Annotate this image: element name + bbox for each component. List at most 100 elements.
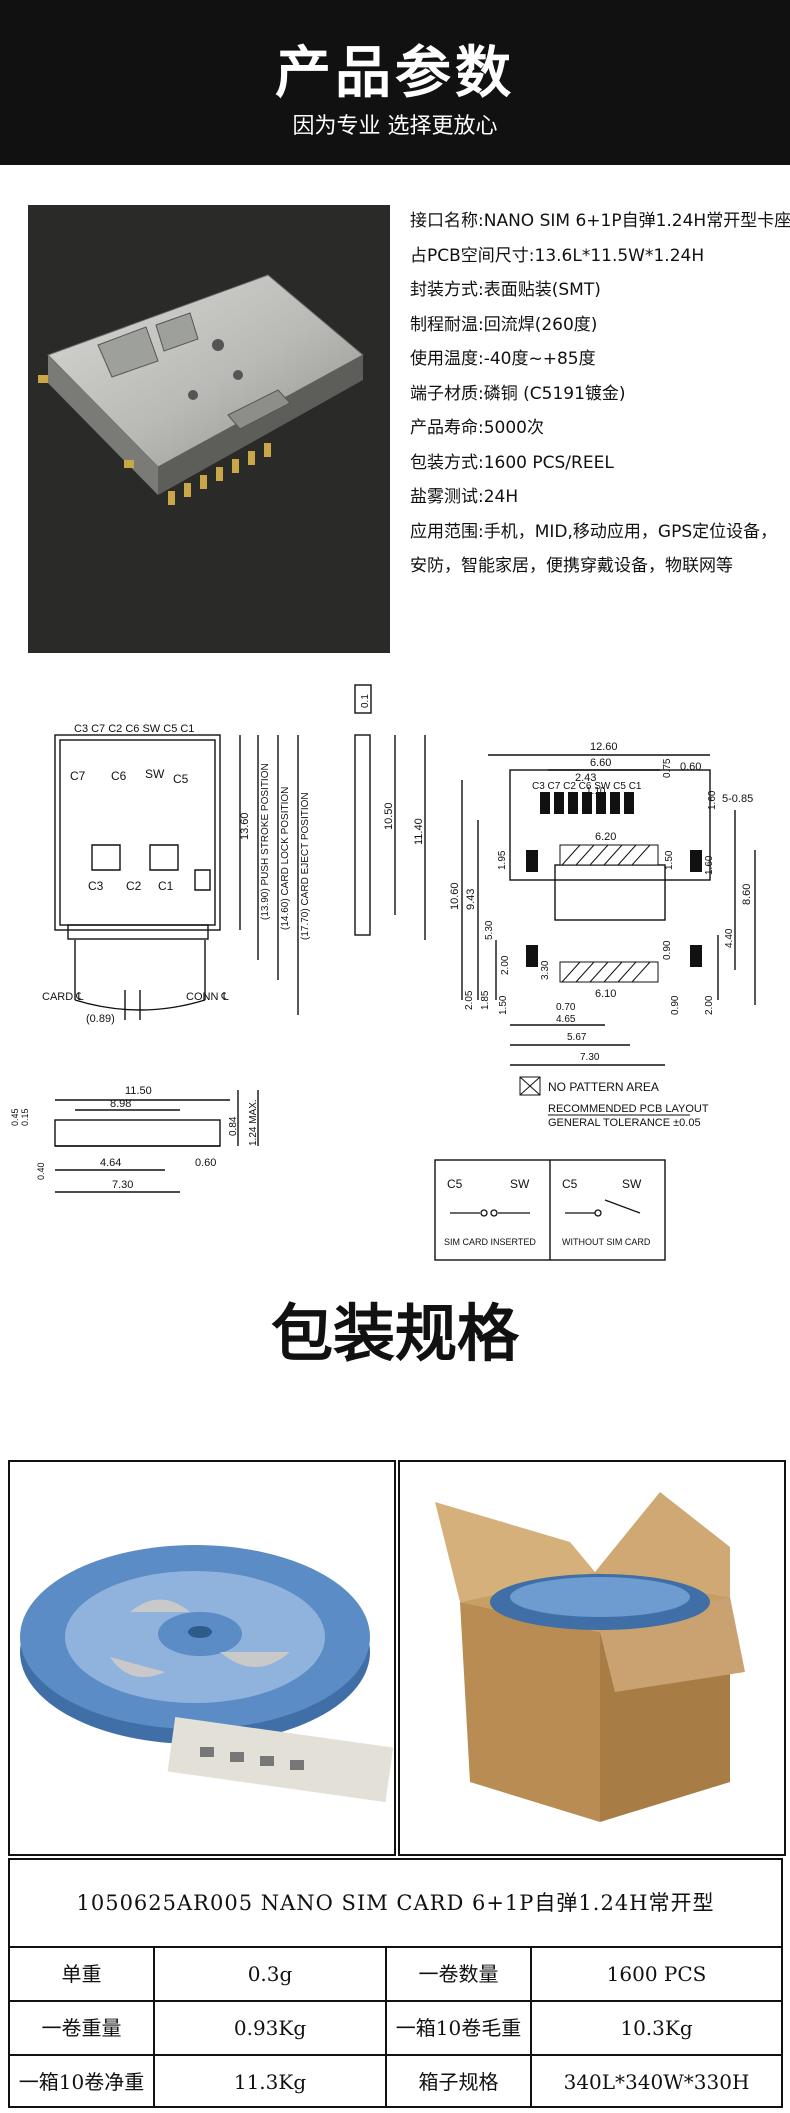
spec-terminal-material: 端子材质:磷铜 (C5191镀金)	[410, 383, 626, 404]
table-cell: 一箱10卷净重	[10, 2056, 155, 2108]
switch-sw-without: SW	[622, 1177, 642, 1191]
label-c1: C1	[158, 879, 174, 893]
legend-tolerance: GENERAL TOLERANCE ±0.05	[548, 1117, 701, 1129]
spec-interface: 接口名称:NANO SIM 6+1P自弹1.24H常开型卡座	[410, 211, 790, 231]
dim-075: 0.75	[662, 758, 673, 778]
pcb-pin-labels: C3 C7 C2 C6 SW C5 C1	[532, 781, 642, 792]
spec-salt-spray: 盐雾测试:24H	[410, 487, 519, 507]
dim-015: 0.15	[20, 1108, 30, 1126]
dim-330: 3.30	[540, 960, 551, 980]
dim-1140: 11.40	[413, 818, 425, 845]
dim-943: 9.43	[465, 889, 477, 910]
switch-label-inserted: SIM CARD INSERTED	[444, 1237, 536, 1247]
label-c5: C5	[173, 772, 189, 786]
switch-c5-without: C5	[562, 1177, 578, 1191]
dim-530: 5.30	[484, 920, 495, 940]
dim-440: 4.40	[724, 928, 735, 948]
table-row: 单重 0.3g 一卷数量 1600 PCS	[10, 1948, 781, 2002]
dim-730: 7.30	[112, 1179, 133, 1191]
table-cell: 340L*340W*330H	[563, 2070, 750, 2094]
table-cell: 0.3g	[155, 1948, 387, 2000]
table-cell: 箱子规格	[387, 2056, 532, 2108]
switch-c5-inserted: C5	[447, 1177, 463, 1191]
dim-01: 0.1	[360, 694, 371, 708]
spec-list: 接口名称:NANO SIM 6+1P自弹1.24H常开型卡座 占PCB空间尺寸:…	[410, 204, 790, 584]
table-row: 一卷重量 0.93Kg 一箱10卷毛重 10.3Kg	[10, 2002, 781, 2056]
dim-464: 4.64	[100, 1157, 121, 1169]
table-row: 一箱10卷净重 11.3Kg 箱子规格 340L*340W*330H	[10, 2056, 781, 2108]
label-conn-cl: CONN ℄	[186, 991, 229, 1003]
spec-process-temp: 制程耐温:回流焊(260度)	[410, 314, 598, 335]
dim-898: 8.98	[110, 1098, 131, 1110]
dim-1150: 11.50	[125, 1085, 152, 1097]
table-cell: 一卷数量	[387, 1948, 532, 2000]
packaging-table: 1050625AR005 NANO SIM CARD 6+1P自弹1.24H常开…	[8, 1858, 783, 2108]
dim-205: 2.05	[464, 990, 475, 1010]
packaging-title: 包装规格	[270, 1297, 519, 1370]
label-c7: C7	[70, 769, 86, 783]
header-banner: 产品参数 因为专业 选择更放心	[0, 0, 790, 165]
dim-160-right: 1.60	[704, 855, 715, 875]
reel-photo	[8, 1460, 396, 1856]
dim-160-top: 1.60	[707, 790, 718, 810]
dim-089: (0.89)	[86, 1013, 115, 1025]
dim-5-085: 5-0.85	[722, 793, 753, 805]
dim-084: 0.84	[228, 1116, 239, 1136]
dim-610: 6.10	[595, 988, 616, 1000]
page-title: 产品参数	[275, 41, 515, 106]
dim-070: 0.70	[556, 1002, 576, 1013]
spec-operating-temp: 使用温度:-40度~+85度	[410, 349, 596, 369]
dim-045: 0.45	[10, 1108, 20, 1126]
switch-label-without: WITHOUT SIM CARD	[562, 1237, 651, 1247]
box-photo	[398, 1460, 786, 1856]
dim-860: 8.60	[741, 884, 753, 905]
page-subtitle: 因为专业 选择更放心	[292, 114, 498, 139]
table-cell: 0.93Kg	[155, 2002, 387, 2054]
dim-card-lock: (14.60) CARD LOCK POSITION	[280, 787, 291, 930]
dim-060: 0.60	[195, 1157, 216, 1169]
dim-090-mid: 0.90	[662, 940, 673, 960]
label-c2: C2	[126, 879, 142, 893]
product-photo	[28, 205, 390, 653]
dim-200-right: 2.00	[704, 995, 715, 1015]
table-cell: 一箱10卷毛重	[387, 2002, 532, 2054]
switch-sw-inserted: SW	[510, 1177, 530, 1191]
dim-040: 0.40	[36, 1162, 46, 1180]
label-card-cl: CARD ℄	[42, 991, 83, 1003]
table-cell: 一卷重量	[10, 2002, 155, 2054]
table-cell: 10.3Kg	[620, 2016, 693, 2040]
legend-no-pattern: NO PATTERN AREA	[548, 1080, 659, 1094]
table-cell: 1600 PCS	[606, 1962, 707, 1986]
label-sw: SW	[145, 767, 165, 781]
dim-090-right: 0.90	[670, 995, 681, 1015]
spec-application: 应用范围:手机，MID,移动应用，GPS定位设备，安防，智能家居，便携穿戴设备，…	[410, 521, 778, 577]
dim-243: 2.43	[575, 772, 596, 784]
table-cell: 单重	[10, 1948, 155, 2000]
dim-567: 5.67	[567, 1032, 587, 1043]
dim-060-pcb: 0.60	[680, 761, 701, 773]
spec-lifetime: 产品寿命:5000次	[410, 418, 544, 438]
technical-drawing: C3 C7 C2 C6 SW C5 C1 C7 C6 SW C5 C3 C2 C…	[10, 684, 756, 1261]
table-cell: 11.3Kg	[155, 2056, 387, 2108]
dim-150-bottom: 1.50	[498, 995, 509, 1015]
dim-200-left: 2.00	[500, 955, 511, 975]
legend-layout: RECOMMENDED PCB LAYOUT	[548, 1103, 709, 1115]
dim-push-stroke: (13.90) PUSH STROKE POSITION	[260, 763, 271, 920]
spec-pcb-size: 占PCB空间尺寸:13.6L*11.5W*1.24H	[410, 245, 705, 266]
dim-195: 1.95	[497, 850, 508, 870]
table-title: 1050625AR005 NANO SIM CARD 6+1P自弹1.24H常开…	[10, 1860, 781, 1948]
dim-730-pcb: 7.30	[580, 1052, 600, 1063]
spec-package: 封装方式:表面贴装(SMT)	[410, 280, 601, 300]
dim-620: 6.20	[595, 831, 616, 843]
dim-1060: 10.60	[449, 882, 461, 910]
dim-185: 1.85	[480, 990, 491, 1010]
dim-110: 1.10	[586, 786, 606, 797]
dim-124max: 1.24 MAX.	[248, 1099, 259, 1146]
dim-1260: 12.60	[590, 741, 618, 753]
front-pin-labels: C3 C7 C2 C6 SW C5 C1	[74, 723, 194, 735]
dim-150-mid: 1.50	[664, 850, 675, 870]
label-c6: C6	[111, 769, 127, 783]
spec-packing: 包装方式:1600 PCS/REEL	[410, 452, 614, 473]
dim-card-eject: (17.70) CARD EJECT POSITION	[300, 792, 311, 940]
dim-660: 6.60	[590, 757, 611, 769]
